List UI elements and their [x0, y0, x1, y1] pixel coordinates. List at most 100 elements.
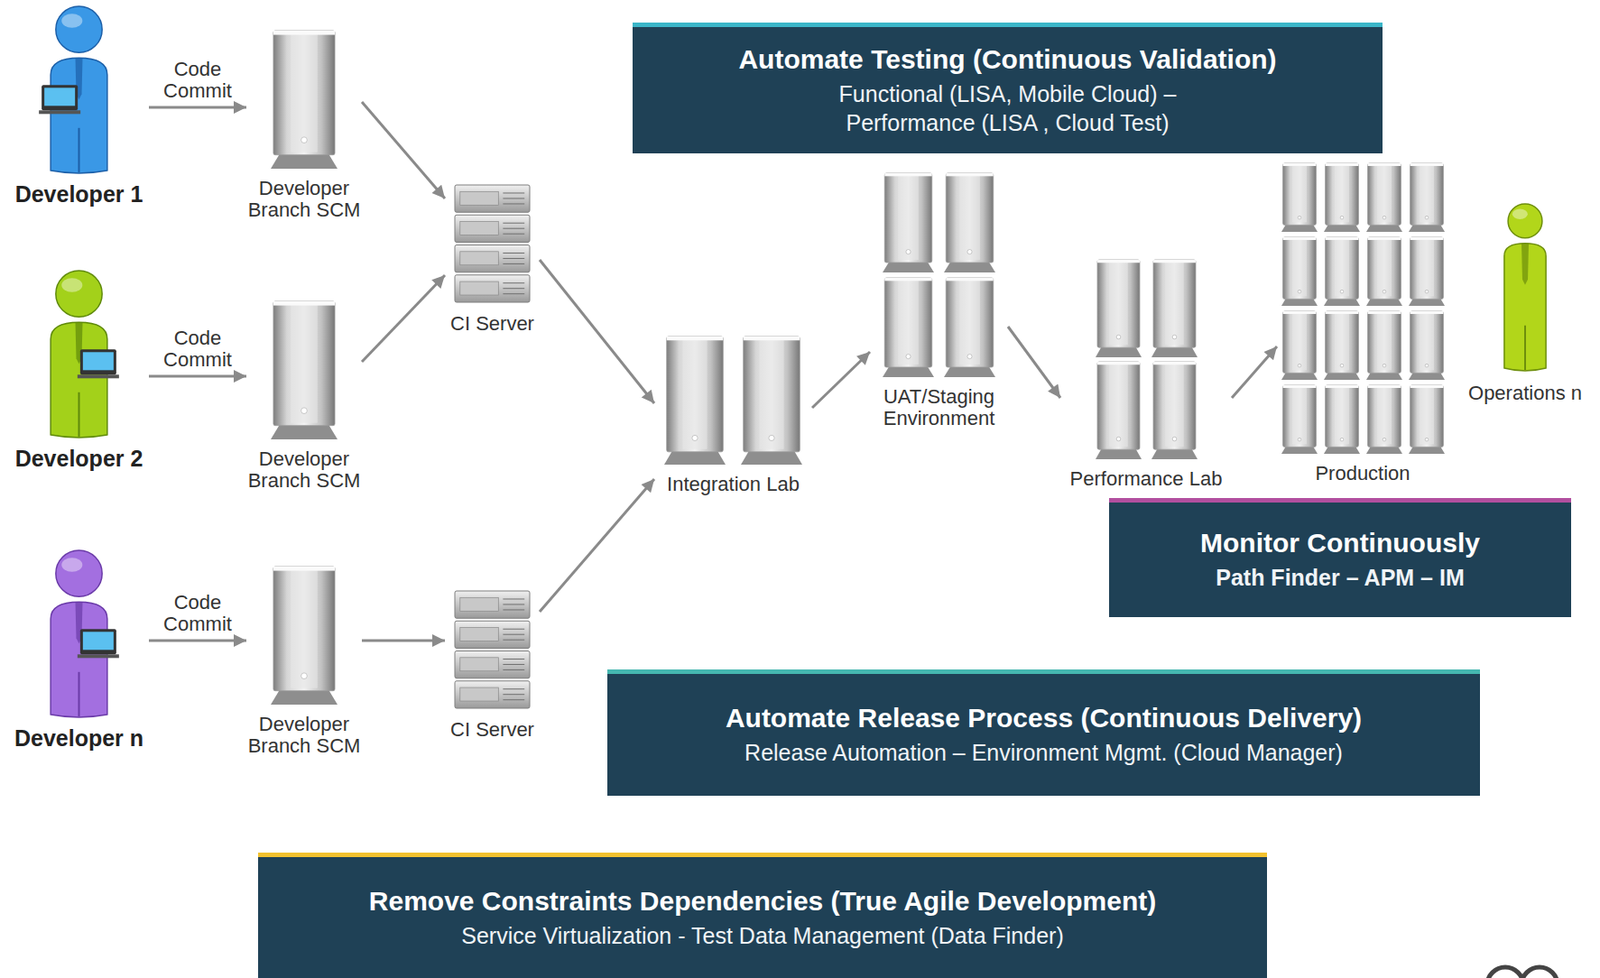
- flow-arrow: [539, 479, 655, 612]
- tower-body: [666, 336, 724, 453]
- tower-top: [1282, 385, 1316, 389]
- power-dot: [1424, 215, 1429, 220]
- node-label: CI Server: [450, 313, 535, 335]
- tower-base: [740, 450, 803, 465]
- laptop-screen: [83, 351, 114, 370]
- laptop-screen: [83, 631, 114, 650]
- banner-heading: Remove Constraints Dependencies (True Ag…: [369, 885, 1157, 918]
- server-group-icon: [1095, 259, 1198, 460]
- tower-top: [1409, 311, 1443, 315]
- tower-top: [273, 566, 335, 572]
- rack-bay: [460, 191, 500, 205]
- server-group: Integration Lab: [654, 336, 813, 496]
- rack-unit: [454, 184, 530, 213]
- tower-face: [1109, 364, 1128, 447]
- tower-face: [1292, 388, 1307, 444]
- tower-body: [1282, 163, 1316, 225]
- tower-top: [1409, 237, 1443, 241]
- tower-body: [273, 301, 335, 426]
- power-dot: [1382, 215, 1387, 220]
- tower-face: [758, 339, 784, 450]
- power-dot: [1382, 363, 1387, 368]
- person-label: Developer 2: [15, 445, 144, 472]
- tower-face: [1419, 388, 1434, 444]
- rack-vent: [502, 688, 525, 690]
- rack-bay: [460, 221, 500, 236]
- tower-body: [1367, 311, 1401, 373]
- tower-top: [945, 173, 993, 176]
- ci-server: CI Server: [444, 590, 540, 741]
- rack-unit: [454, 620, 530, 648]
- tower-body: [1282, 385, 1316, 447]
- icon-group: [270, 30, 338, 169]
- tower-face: [959, 175, 981, 260]
- tower-face: [897, 280, 919, 365]
- node-label: UAT/Staging Environment: [869, 386, 1009, 430]
- tower-face: [1377, 240, 1392, 296]
- tower-face: [1165, 262, 1184, 345]
- tower-top: [1324, 163, 1359, 167]
- tower-body: [1409, 237, 1443, 299]
- figure-body: [50, 322, 108, 438]
- tower-top: [884, 277, 932, 281]
- tower-face: [1292, 166, 1307, 222]
- power-dot: [906, 249, 911, 255]
- tower-top: [1282, 237, 1316, 241]
- node-label: Developer Branch SCM: [246, 448, 362, 492]
- tower-body: [1097, 259, 1140, 348]
- person-label: Developer n: [14, 725, 144, 752]
- tower-top: [666, 336, 724, 341]
- figure-legs: [78, 392, 81, 437]
- power-dot: [1297, 215, 1302, 220]
- tower-top: [1409, 385, 1443, 389]
- tower-top: [1367, 311, 1401, 315]
- rack-vent: [502, 669, 525, 671]
- power-dot: [1172, 334, 1177, 340]
- figure-legs: [78, 672, 81, 717]
- scm-server: Developer Branch SCM: [246, 566, 362, 758]
- tower-top: [1282, 163, 1316, 167]
- tower-top: [884, 173, 932, 176]
- figure-head: [1507, 203, 1543, 239]
- power-dot: [1340, 363, 1344, 368]
- banner-body: Functional (LISA, Mobile Cloud) – Perfor…: [795, 79, 1221, 139]
- edge-label: Code Commit: [161, 327, 234, 371]
- power-dot: [1297, 437, 1302, 442]
- head-shine: [1512, 209, 1528, 220]
- head-shine: [61, 277, 83, 292]
- tower-face: [959, 280, 981, 365]
- icon-group: [882, 173, 996, 378]
- logo-ring: [1487, 967, 1524, 978]
- tower-top: [1153, 361, 1196, 365]
- scm-server: Developer Branch SCM: [246, 30, 362, 222]
- flow-arrow: [361, 275, 445, 362]
- logo-ring: [1521, 967, 1558, 978]
- flow-arrow: [148, 639, 247, 643]
- tower-body: [1409, 385, 1443, 447]
- tower-face: [1377, 388, 1392, 444]
- tower-face: [682, 339, 707, 450]
- rack-vent: [502, 192, 525, 194]
- flow-arrow: [148, 106, 247, 110]
- banner-heading: Automate Testing (Continuous Validation): [738, 43, 1277, 76]
- rack-vent: [502, 634, 525, 636]
- edge-label-box: Code Commit: [161, 591, 234, 636]
- developer-figure: Developer 1: [9, 4, 149, 208]
- laptop-base: [38, 110, 81, 114]
- node-label: Integration Lab: [666, 473, 800, 496]
- rack-bay: [460, 281, 500, 296]
- banner-box: Automate Release Process (Continuous Del…: [607, 669, 1480, 796]
- tower-body: [743, 336, 801, 453]
- tower-body: [1282, 311, 1316, 373]
- power-dot: [1297, 363, 1302, 368]
- tower-face: [1419, 166, 1434, 222]
- edge-label: Code Commit: [161, 58, 234, 102]
- flow-arrow: [1008, 326, 1061, 398]
- tower-face: [290, 304, 318, 424]
- scm-server-icon: [270, 301, 338, 440]
- laptop: [80, 628, 117, 655]
- tower-body: [884, 277, 932, 368]
- tower-face: [1292, 314, 1307, 370]
- tower-top: [945, 277, 993, 281]
- server-group: UAT/Staging Environment: [869, 173, 1009, 430]
